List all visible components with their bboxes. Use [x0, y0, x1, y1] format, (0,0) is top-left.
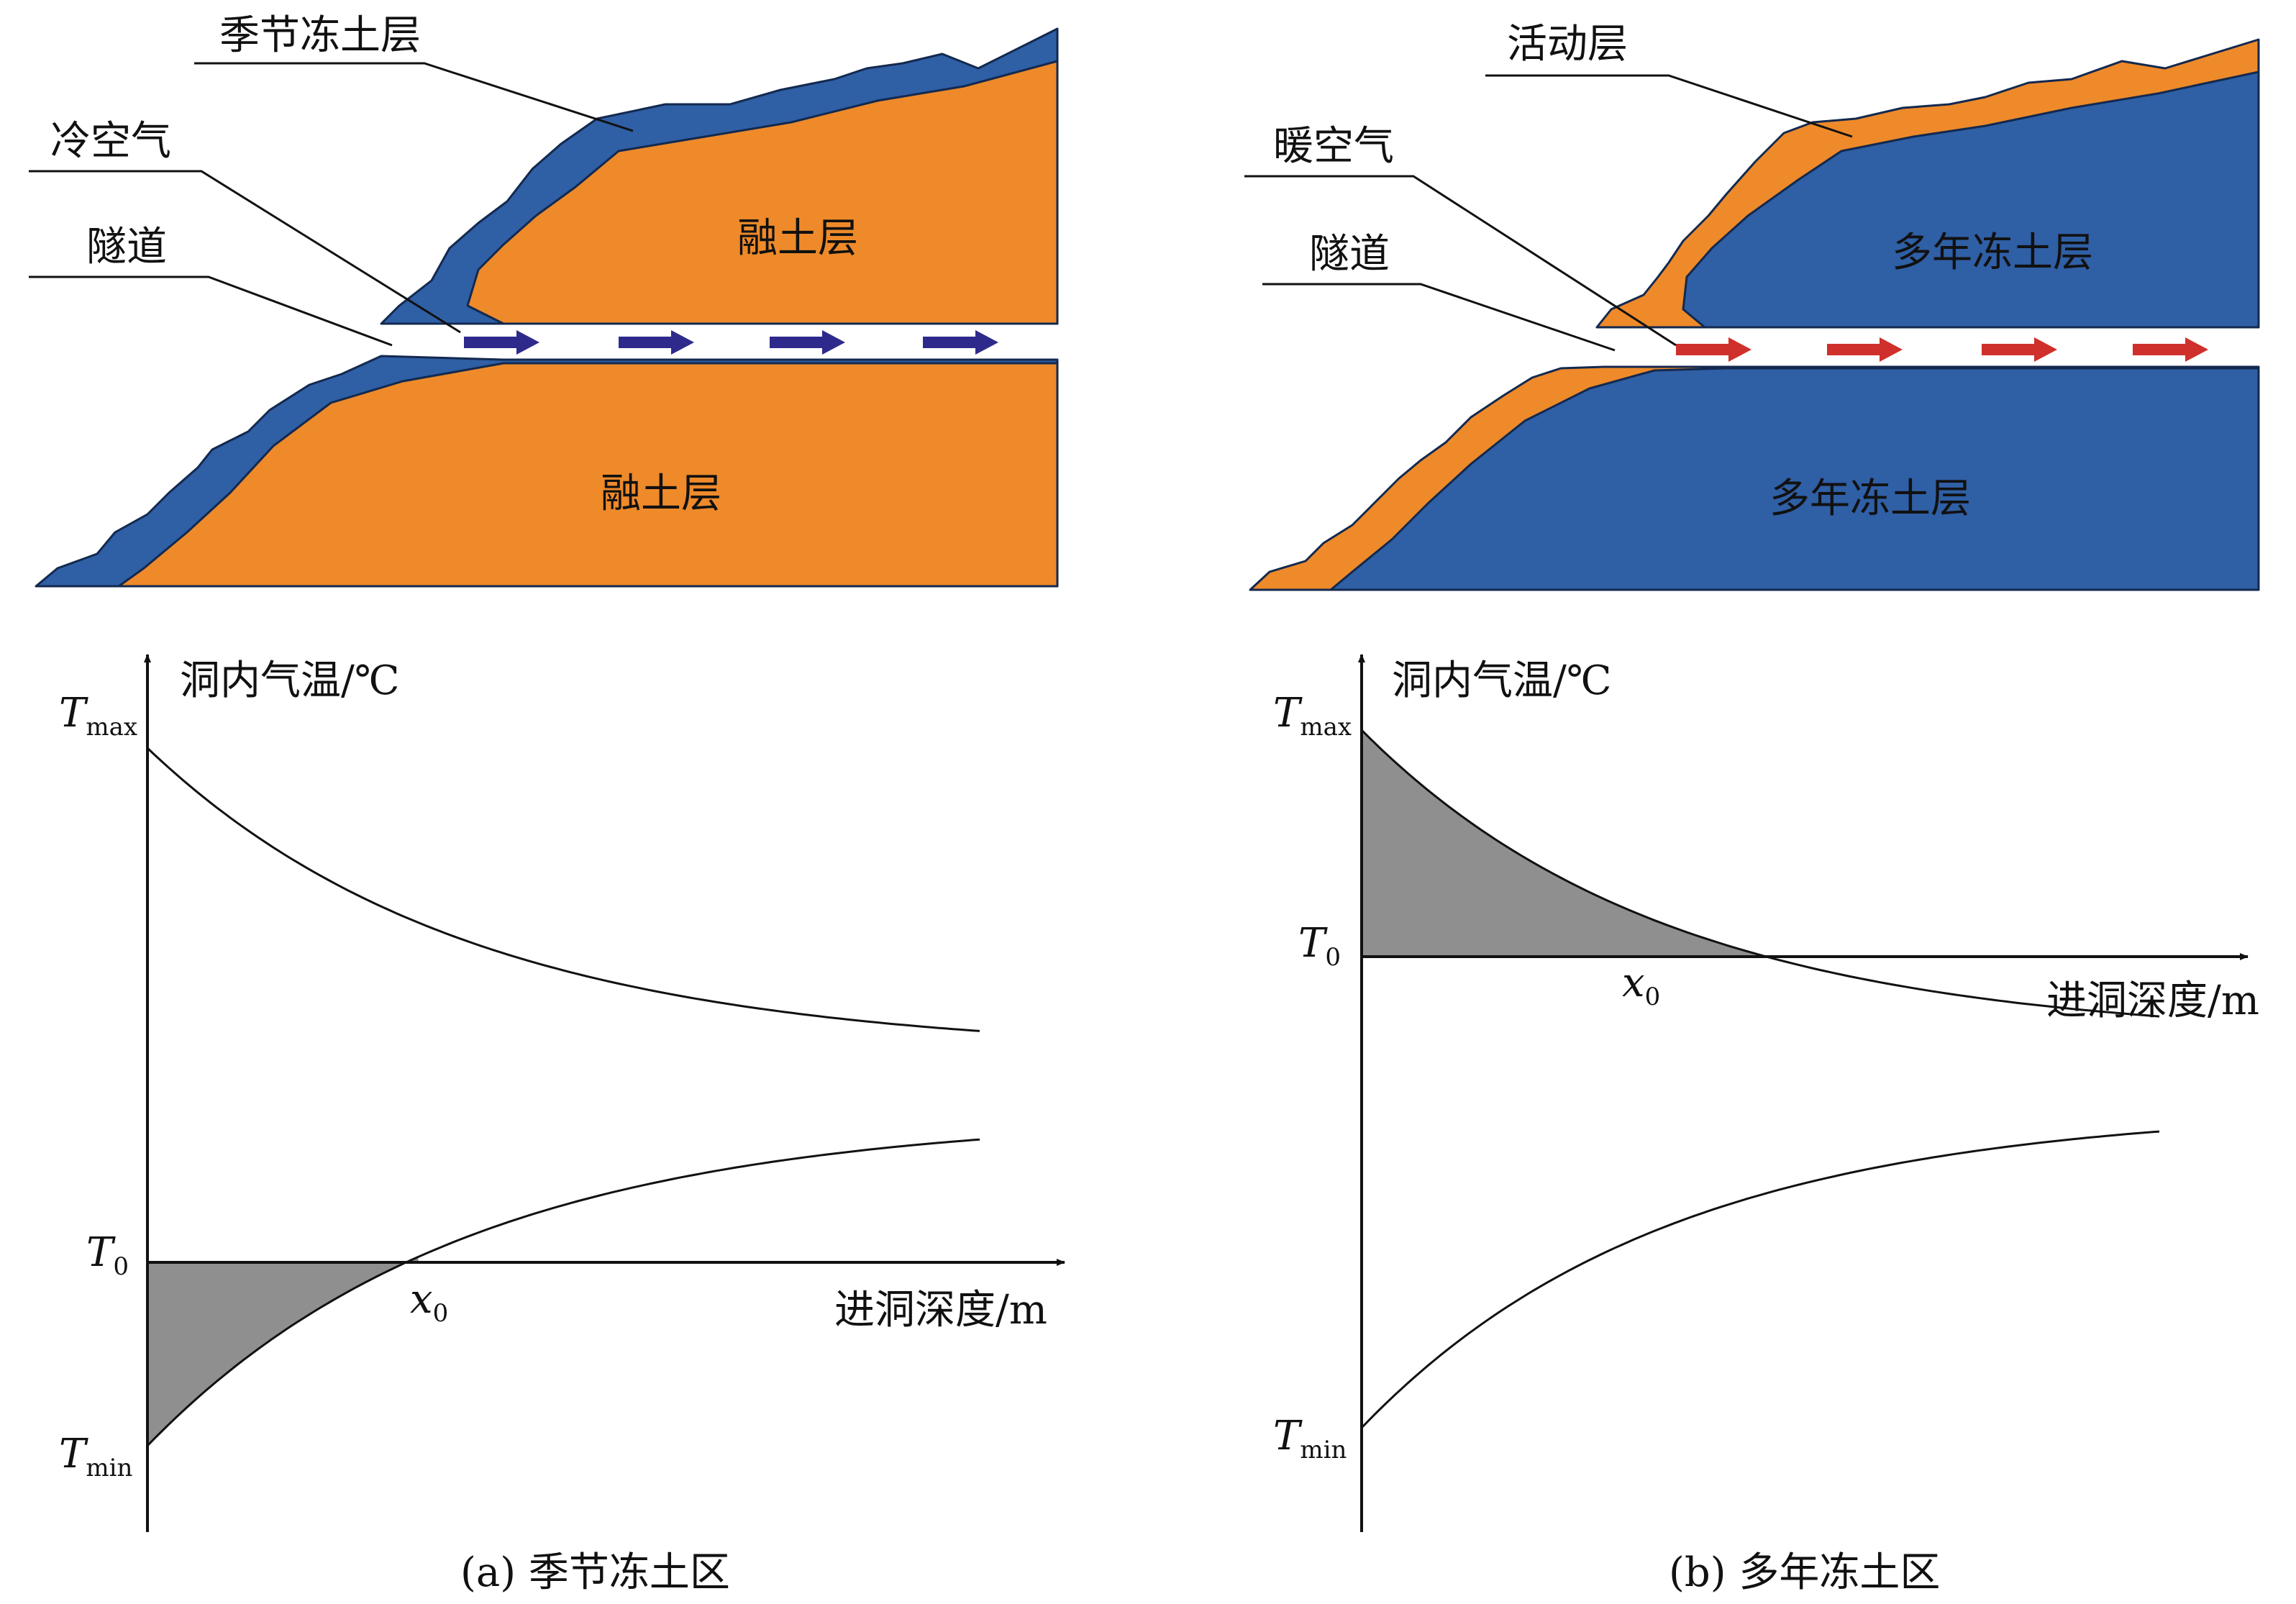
chart-a-curve-max — [146, 747, 980, 1032]
caption-b: (b) 多年冻土区 — [1669, 1549, 1940, 1596]
leader-tunnel-b — [1262, 283, 1616, 352]
chart-a-curve-min — [146, 1138, 980, 1447]
chart-b-y-axis-label: 洞内气温/℃ — [1392, 657, 1612, 704]
panel-b-leaders — [1244, 74, 1853, 352]
label-tunnel: 隧道 — [86, 224, 167, 270]
warm-air-arrow — [1827, 337, 1903, 362]
chart-b-shaded-area — [1362, 730, 1767, 957]
leader-cold-air — [29, 170, 461, 334]
label-seasonal-layer: 季节冻土层 — [219, 12, 421, 59]
chart-b-t-zero: T0 — [1298, 920, 1341, 972]
cold-air-arrow — [923, 330, 998, 355]
label-tunnel-b: 隧道 — [1309, 231, 1390, 278]
panel-b-lower-slope — [1249, 365, 2260, 591]
warm-air-arrow — [2133, 337, 2208, 362]
panel-b: 活动层 暖空气 隧道 多年冻土层 多年冻土层 洞内气温/℃ 进洞深度/m Tma… — [1244, 21, 2260, 1596]
leader-seasonal-layer — [194, 62, 634, 132]
label-thaw-lower: 融土层 — [601, 470, 721, 517]
chart-a-t-max: Tmax — [59, 690, 137, 742]
panel-a-upper-slope — [380, 27, 1059, 325]
chart-b-curve-max — [1360, 729, 2160, 1018]
label-perma-upper: 多年冻土层 — [1892, 229, 2093, 276]
permafrost-layer-lower — [1329, 367, 2260, 591]
warm-air-arrows — [1676, 337, 2208, 362]
panel-a-leaders — [29, 62, 634, 347]
chart-b-curve-min — [1360, 1130, 2160, 1429]
chart-a-x-zero: x0 — [410, 1276, 448, 1328]
panel-a-lower-slope — [35, 355, 1059, 588]
cold-air-arrow — [619, 330, 694, 355]
chart-a-t-zero: T0 — [86, 1229, 129, 1281]
label-cold-air: 冷空气 — [50, 118, 171, 165]
panel-a: 季节冻土层 冷空气 隧道 融土层 融土层 洞内气温/℃ 进洞深度/m Tmax … — [29, 12, 1065, 1596]
chart-a-t-min: Tmin — [59, 1431, 132, 1482]
caption-a: (a) 季节冻土区 — [460, 1549, 730, 1596]
warm-air-arrow — [1982, 337, 2057, 362]
thawed-layer-lower — [117, 362, 1059, 588]
thawed-layer-upper — [466, 60, 1059, 325]
chart-b-t-min: Tmin — [1273, 1413, 1347, 1464]
chart-b-t-max: Tmax — [1273, 690, 1352, 742]
permafrost-layer-upper — [1682, 70, 2260, 329]
cold-air-arrow — [464, 330, 539, 355]
label-thaw-upper: 融土层 — [737, 215, 858, 262]
label-warm-air: 暖空气 — [1273, 123, 1394, 170]
panel-a-chart: 洞内气温/℃ 进洞深度/m Tmax T0 Tmin x0 — [59, 654, 1065, 1532]
panel-b-upper-slope — [1595, 38, 2260, 329]
label-active-layer: 活动层 — [1507, 21, 1628, 68]
cold-air-arrow — [770, 330, 845, 355]
cold-air-arrows — [464, 330, 998, 355]
warm-air-arrow — [1676, 337, 1751, 362]
chart-b-x-axis-label: 进洞深度/m — [2046, 978, 2259, 1024]
chart-a-shaded-area — [147, 1257, 419, 1446]
panel-b-chart: 洞内气温/℃ 进洞深度/m Tmax T0 Tmin x0 — [1273, 654, 2259, 1532]
chart-a-y-axis-label: 洞内气温/℃ — [180, 657, 400, 704]
chart-a-x-axis-label: 进洞深度/m — [834, 1287, 1047, 1334]
leader-tunnel — [29, 275, 393, 347]
label-perma-lower: 多年冻土层 — [1769, 475, 1971, 522]
chart-b-x-zero: x0 — [1622, 960, 1660, 1011]
leader-warm-air — [1244, 175, 1677, 347]
leader-active-layer — [1485, 74, 1853, 138]
